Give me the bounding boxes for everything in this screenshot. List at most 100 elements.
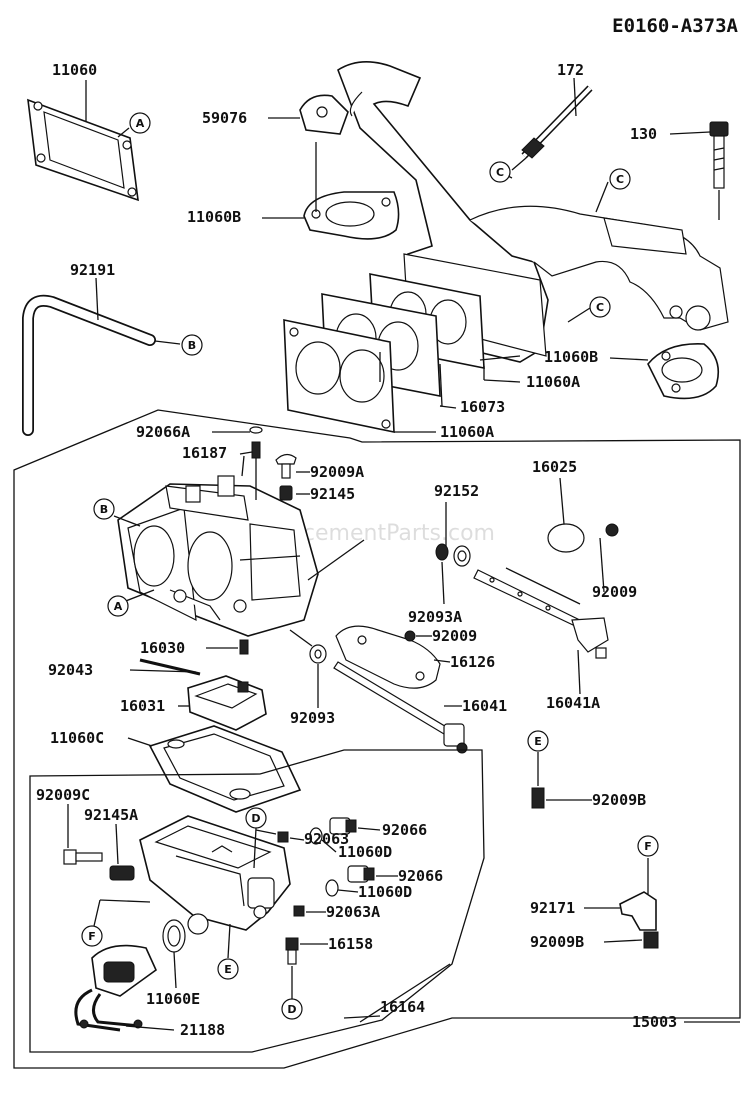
part-label-16041a: 16041A	[546, 694, 600, 712]
part-label-92066-b: 92066	[398, 867, 443, 885]
part-label-92191: 92191	[70, 261, 115, 279]
part-label-92009a: 92009A	[310, 463, 364, 481]
callout-c: C	[589, 296, 611, 318]
svg-text:F: F	[644, 840, 652, 853]
part-label-130: 130	[630, 125, 657, 143]
callout-f: F	[81, 925, 103, 947]
needle-16187	[251, 441, 261, 459]
oring-11060d-b	[325, 879, 339, 897]
plug-92063	[277, 831, 289, 843]
part-label-11060d-a: 11060D	[338, 843, 392, 861]
svg-text:B: B	[100, 503, 108, 516]
callout-c: C	[489, 161, 511, 183]
part-label-92043: 92043	[48, 661, 93, 679]
choke-plate-16126	[335, 625, 441, 689]
bolt-92009b-a	[531, 787, 545, 809]
assembly-boundary-15003	[13, 409, 741, 1069]
callout-b: B	[181, 334, 203, 356]
part-label-11060c: 11060C	[50, 729, 104, 747]
part-label-92093a: 92093A	[408, 608, 462, 626]
part-label-16187: 16187	[182, 444, 227, 462]
jet-92066-a	[329, 817, 357, 835]
part-label-11060b-right: 11060B	[544, 348, 598, 366]
callout-f: F	[637, 835, 659, 857]
throttle-shaft-16041a	[473, 569, 609, 659]
part-label-16030: 16030	[140, 639, 185, 657]
washer-92093a	[435, 543, 449, 561]
ring-11060e	[162, 919, 186, 953]
part-label-92063: 92063	[304, 830, 349, 848]
choke-shaft-16041	[333, 661, 468, 754]
svg-text:A: A	[136, 117, 145, 130]
stud-172	[521, 85, 593, 159]
gasket-11060	[27, 98, 139, 202]
callout-a: A	[107, 595, 129, 617]
part-label-11060a-1: 11060A	[526, 373, 580, 391]
float-16031	[187, 675, 267, 731]
part-label-15003: 15003	[632, 1013, 677, 1031]
part-label-16158: 16158	[328, 935, 373, 953]
callout-d: D	[245, 807, 267, 829]
part-label-16073: 16073	[460, 398, 505, 416]
part-label-11060e: 11060E	[146, 990, 200, 1008]
bracket-92171	[619, 891, 657, 931]
part-label-92145: 92145	[310, 485, 355, 503]
screw-92009a	[275, 453, 297, 479]
screw-92009-b	[404, 630, 416, 642]
float-bowl-boundary-16164	[29, 749, 485, 1053]
part-label-16164: 16164	[380, 998, 425, 1016]
part-labels: 11060 172 59076 130 11060B 92191 11060B …	[36, 61, 677, 1039]
float-bowl-body	[139, 815, 291, 935]
part-label-16041: 16041	[462, 697, 507, 715]
part-label-59076: 59076	[202, 109, 247, 127]
svg-text:A: A	[114, 600, 123, 613]
spring-92145a	[109, 865, 135, 881]
part-label-92009-a: 92009	[592, 583, 637, 601]
breather-tube-92191	[22, 294, 156, 436]
part-label-172: 172	[557, 61, 584, 79]
washer-92093	[309, 644, 327, 664]
callouts: A C C C B B A E D F F E D	[81, 112, 659, 1020]
part-label-11060b-top: 11060B	[187, 208, 241, 226]
oring-11060d-a	[309, 827, 323, 845]
part-label-16126: 16126	[450, 653, 495, 671]
part-label-92145a: 92145A	[84, 806, 138, 824]
callout-a: A	[129, 112, 151, 134]
part-label-16031: 16031	[120, 697, 165, 715]
part-label-92009-b: 92009	[432, 627, 477, 645]
part-label-21188: 21188	[180, 1021, 225, 1039]
part-label-16025: 16025	[532, 458, 577, 476]
plug-92063a	[293, 905, 305, 917]
cap-92066a	[249, 426, 263, 434]
callout-b: B	[93, 498, 115, 520]
flange-59076	[299, 94, 349, 135]
svg-text:E: E	[224, 963, 232, 976]
part-label-92093: 92093	[290, 709, 335, 727]
bolt-92009b-b	[643, 931, 659, 949]
screw-92009-a	[605, 523, 619, 537]
callout-d: D	[281, 998, 303, 1020]
spring-92145	[279, 485, 293, 501]
callout-c: C	[609, 168, 631, 190]
gasket-11060b-right	[647, 343, 720, 400]
part-label-11060: 11060	[52, 61, 97, 79]
part-label-11060a-2: 11060A	[440, 423, 494, 441]
bolt-130	[709, 121, 729, 189]
part-label-92066-a: 92066	[382, 821, 427, 839]
carburetor-body	[117, 475, 319, 637]
diagram-title: E0160-A373A	[612, 15, 738, 37]
part-label-92009b-a: 92009B	[592, 791, 646, 809]
svg-text:C: C	[616, 173, 624, 186]
jet-92066-b	[347, 865, 375, 883]
svg-text:B: B	[188, 339, 196, 352]
seal-92152	[453, 545, 471, 567]
part-label-92063a: 92063A	[326, 903, 380, 921]
part-label-11060d-b: 11060D	[358, 883, 412, 901]
pin-16030	[239, 639, 249, 655]
svg-text:E: E	[534, 735, 542, 748]
part-label-92171: 92171	[530, 899, 575, 917]
part-label-92009b-b: 92009B	[530, 933, 584, 951]
gasket-11060c	[148, 725, 302, 813]
part-label-92009c: 92009C	[36, 786, 90, 804]
